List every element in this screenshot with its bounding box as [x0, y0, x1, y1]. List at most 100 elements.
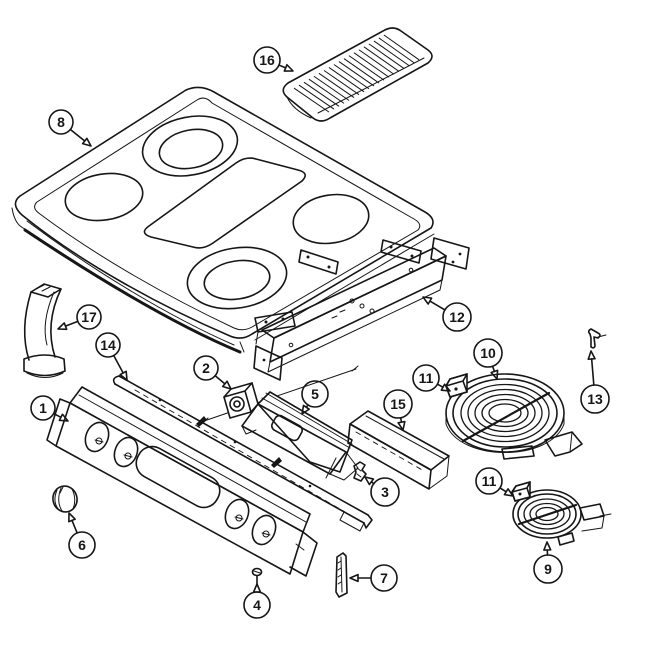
callout-support-rail[interactable]: 12 [422, 296, 472, 332]
callout-vent-grille[interactable]: 16 [253, 46, 294, 74]
callout-surface-element-large[interactable]: 10 [473, 338, 503, 380]
callout-surface-element-small[interactable]: 9 [533, 541, 563, 584]
grille-slat-line [298, 84, 335, 110]
callout-front-screw[interactable]: 4 [243, 583, 271, 619]
callout-arrow-line [69, 128, 86, 142]
callout-arrowhead-icon [397, 420, 406, 431]
callout-arrow-line [590, 358, 595, 386]
callout-bubble[interactable] [95, 332, 121, 358]
callout-arrowhead-icon [349, 573, 359, 583]
grille-slat-line [333, 64, 370, 90]
grille-slat-line [383, 34, 420, 61]
callout-arrowhead-icon [283, 63, 294, 72]
callout-number: 2 [202, 360, 210, 376]
rear-screw-drawing [587, 328, 607, 349]
callout-arrow-line [499, 487, 508, 493]
callout-bubble[interactable] [68, 531, 96, 559]
callout-arrowhead-icon [252, 583, 262, 593]
grille-slat-line [328, 67, 365, 93]
callout-bubble[interactable] [253, 46, 281, 74]
grille-slat-line [293, 87, 330, 113]
callout-arrowhead-icon [543, 541, 552, 551]
grille-slat-line [368, 43, 405, 69]
callout-air-duct[interactable]: 15 [383, 389, 413, 431]
support-rail-drawing [253, 237, 470, 381]
callout-number: 13 [587, 391, 603, 407]
side-duct-drawing [23, 283, 66, 378]
callout-number: 1 [39, 400, 47, 416]
callout-arrowhead-icon [57, 322, 68, 331]
callout-bubble[interactable] [370, 477, 400, 507]
callout-arrow-line [436, 383, 444, 388]
callout-number: 9 [544, 561, 552, 577]
callout-arrow-line [491, 365, 496, 373]
callout-number: 10 [480, 345, 496, 361]
callout-bubble[interactable] [243, 591, 271, 619]
element-bracket-small-drawing [511, 481, 531, 502]
grille-slat-line [303, 81, 340, 107]
callout-bubble[interactable] [48, 109, 74, 135]
callout-number: 4 [253, 597, 261, 613]
callout-bubble[interactable] [473, 338, 503, 368]
callout-number: 5 [311, 386, 319, 402]
callout-arrowhead-icon [364, 476, 375, 486]
cooktop-main-top-drawing [11, 86, 435, 354]
callout-arrow-line [71, 519, 78, 534]
callout-element-bracket-large[interactable]: 11 [412, 364, 451, 392]
callout-number: 15 [390, 396, 406, 412]
air-duct-drawing [347, 410, 450, 490]
callout-arrowhead-icon [422, 296, 433, 305]
clip-drawing [353, 461, 367, 482]
callout-bubble[interactable] [475, 467, 503, 495]
callout-control-panel[interactable]: 1 [30, 395, 69, 422]
grille-slat-line [338, 61, 375, 87]
callout-control-knob[interactable]: 6 [68, 512, 96, 559]
callout-switch[interactable]: 2 [193, 355, 232, 390]
trim-strip-drawing [112, 375, 373, 532]
callout-bubble[interactable] [533, 554, 563, 584]
callout-side-duct[interactable]: 17 [57, 304, 102, 331]
callout-number: 11 [419, 370, 434, 386]
callout-arrow-line [52, 412, 62, 419]
callout-trim-strip[interactable]: 14 [95, 332, 128, 381]
callout-arrowhead-icon [119, 370, 128, 381]
callout-bubble[interactable] [76, 304, 102, 330]
callout-arrowhead-icon [301, 404, 311, 415]
control-panel-drawing [46, 386, 318, 577]
callout-clip[interactable]: 3 [364, 476, 400, 507]
display-bracket-drawing [241, 391, 359, 481]
callout-bubble[interactable] [370, 564, 398, 592]
callout-number: 16 [259, 52, 275, 68]
callout-number: 7 [380, 570, 388, 586]
callout-number: 12 [449, 309, 465, 325]
control-knob-drawing [52, 485, 78, 513]
callout-bubble[interactable] [580, 384, 610, 414]
callout-element-bracket-small[interactable]: 11 [475, 467, 514, 497]
callout-bubble[interactable] [30, 395, 56, 421]
callout-display-bracket[interactable]: 5 [301, 380, 329, 415]
end-bracket-drawing [335, 552, 348, 598]
callout-arrow-line [278, 64, 287, 69]
callout-end-bracket[interactable]: 7 [349, 564, 398, 592]
callout-arrowhead-icon [81, 137, 92, 147]
callout-number: 14 [100, 337, 116, 353]
callout-number: 3 [381, 484, 389, 500]
grille-slat-line [343, 58, 380, 84]
callout-bubble[interactable] [301, 380, 329, 408]
callout-bubble[interactable] [193, 355, 219, 381]
grille-slat-line [353, 52, 390, 78]
callout-bubble[interactable] [383, 389, 413, 419]
grille-slat-line [378, 37, 415, 63]
front-screw-drawing [251, 567, 263, 586]
callout-bubble[interactable] [412, 364, 440, 392]
grille-slat-line [323, 70, 360, 95]
callout-rear-screw[interactable]: 13 [580, 350, 610, 414]
grille-slat-line [318, 73, 355, 98]
grille-slat-line [308, 78, 345, 104]
callout-bubble[interactable] [442, 302, 472, 332]
callout-cooktop-main-top[interactable]: 8 [48, 109, 92, 147]
callout-arrowhead-icon [221, 380, 232, 390]
